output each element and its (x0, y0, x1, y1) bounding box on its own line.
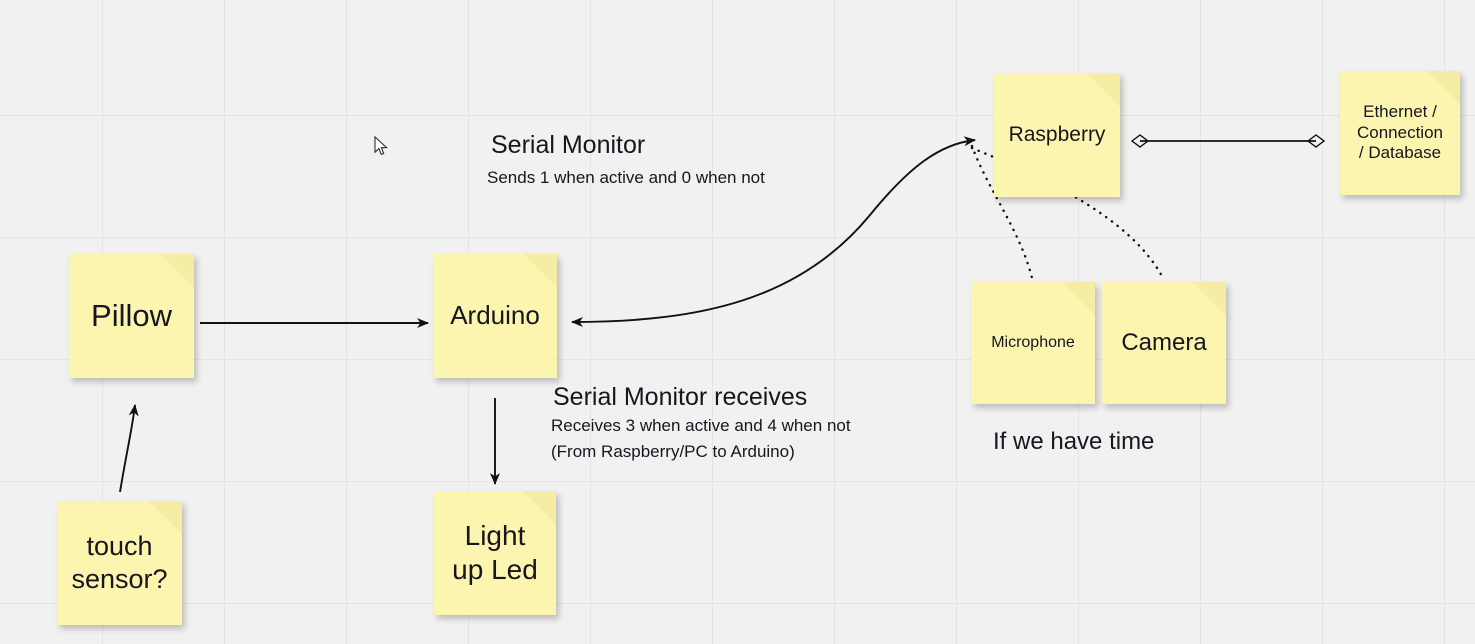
note-line: Raspberry (1008, 123, 1106, 147)
note-line: Arduino (450, 300, 540, 331)
note-line: Microphone (991, 334, 1075, 352)
edge-touch-to-pillow (119, 404, 139, 493)
note-line: sensor? (71, 564, 168, 594)
mouse-pointer-icon (374, 136, 388, 156)
note-line: Ethernet / (1363, 101, 1437, 121)
note-line: Camera (1121, 329, 1207, 357)
sticky-note-raspberry[interactable]: Raspberry (994, 73, 1120, 197)
label-serial-monitor-title[interactable]: Serial Monitor (491, 131, 646, 159)
sticky-note-microphone[interactable]: Microphone (971, 282, 1095, 404)
label-serial-monitor-receives-line1[interactable]: Receives 3 when active and 4 when not (551, 416, 851, 435)
label-serial-monitor-subtitle[interactable]: Sends 1 when active and 0 when not (487, 168, 765, 187)
note-line: touch (86, 531, 153, 562)
sticky-note-ethernet-connection-database[interactable]: Ethernet / Connection / Database (1340, 71, 1460, 195)
note-line: Light (464, 519, 526, 551)
sticky-note-arduino[interactable]: Arduino (433, 254, 557, 378)
sticky-note-touch-sensor[interactable]: touch sensor? (57, 501, 182, 625)
sticky-note-camera[interactable]: Camera (1102, 282, 1226, 404)
note-line: up Led (452, 554, 538, 585)
label-serial-monitor-receives-title[interactable]: Serial Monitor receives (553, 383, 808, 411)
label-serial-monitor-receives-line2[interactable]: (From Raspberry/PC to Arduino) (551, 442, 795, 461)
note-line: / Database (1358, 143, 1442, 163)
sticky-note-light-up-led[interactable]: Light up Led (434, 491, 556, 615)
note-line: Connection (1356, 122, 1443, 142)
label-if-we-have-time[interactable]: If we have time (993, 428, 1155, 455)
sticky-note-pillow[interactable]: Pillow (69, 254, 194, 378)
note-line: Pillow (91, 298, 172, 334)
